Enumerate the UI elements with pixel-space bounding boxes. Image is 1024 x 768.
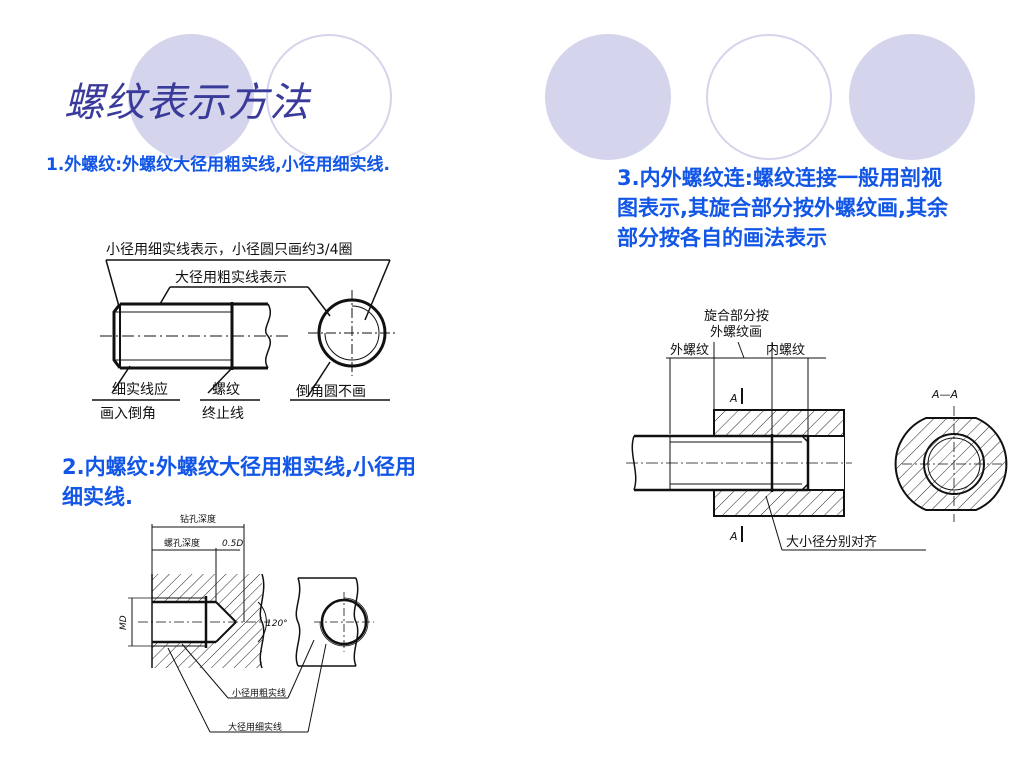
fig2-label-angle: 120° (266, 619, 288, 629)
fig2-label-major: 大径用细实线 (228, 721, 282, 733)
external-thread-figure: 小径用细实线表示，小径圆只画约3/4圈 大径用粗实线表示 (90, 228, 420, 433)
fig3-label-external: 外螺纹 (670, 343, 709, 358)
fig2-label-thread: 螺孔深度 (164, 537, 200, 549)
fig3-label-align: 大小径分别对齐 (786, 534, 877, 550)
fig1-label-top: 小径用细实线表示，小径圆只画约3/4圈 (106, 242, 353, 258)
section1-caption: 1.外螺纹:外螺纹大径用粗实线,小径用细实线. (46, 155, 391, 175)
fig1-label-major: 大径用粗实线表示 (175, 270, 287, 286)
fig1-label-end-2: 终止线 (202, 406, 244, 422)
fig3-label-section: A—A (931, 388, 958, 401)
fig2-label-minor: 小径用粗实线 (232, 687, 286, 699)
fig1-label-circle: 倒角圆不画 (296, 384, 366, 400)
deco-circle-5 (849, 34, 975, 160)
fig3-label-a-bottom: A (729, 530, 738, 543)
deco-circle-3 (545, 34, 671, 160)
fig3-label-a-top: A (729, 392, 738, 405)
fig1-label-end-1: 螺纹 (212, 382, 240, 398)
fig2-label-05d: 0.5D (222, 539, 243, 549)
fig1-label-chamfer-1: 细实线应 (112, 381, 168, 398)
fig3-label-engage-2: 外螺纹画 (710, 325, 762, 340)
fig2-label-drill: 钻孔深度 (180, 513, 216, 525)
section3-caption: 3.内外螺纹连:螺纹连接一般用剖视图表示,其旋合部分按外螺纹画,其余部分按各自的… (617, 166, 948, 250)
section2-caption: 2.内螺纹:外螺纹大径用粗实线,小径用细实线. (62, 455, 416, 509)
deco-circle-2 (266, 34, 392, 160)
thread-connection-figure: 旋合部分按 外螺纹画 外螺纹 内螺纹 A A 大小径 (626, 306, 1012, 558)
slide-title: 螺纹表示方法 (64, 80, 310, 126)
deco-circle-1 (128, 34, 254, 160)
internal-thread-figure: 钻孔深度 螺孔深度 0.5D MD 120° (118, 512, 418, 738)
deco-circle-4 (706, 34, 832, 160)
fig3-label-engage-1: 旋合部分按 (704, 309, 769, 324)
fig3-label-internal: 内螺纹 (766, 342, 805, 358)
fig2-label-md: MD (119, 615, 129, 630)
fig1-label-chamfer-2: 画入倒角 (100, 406, 156, 422)
